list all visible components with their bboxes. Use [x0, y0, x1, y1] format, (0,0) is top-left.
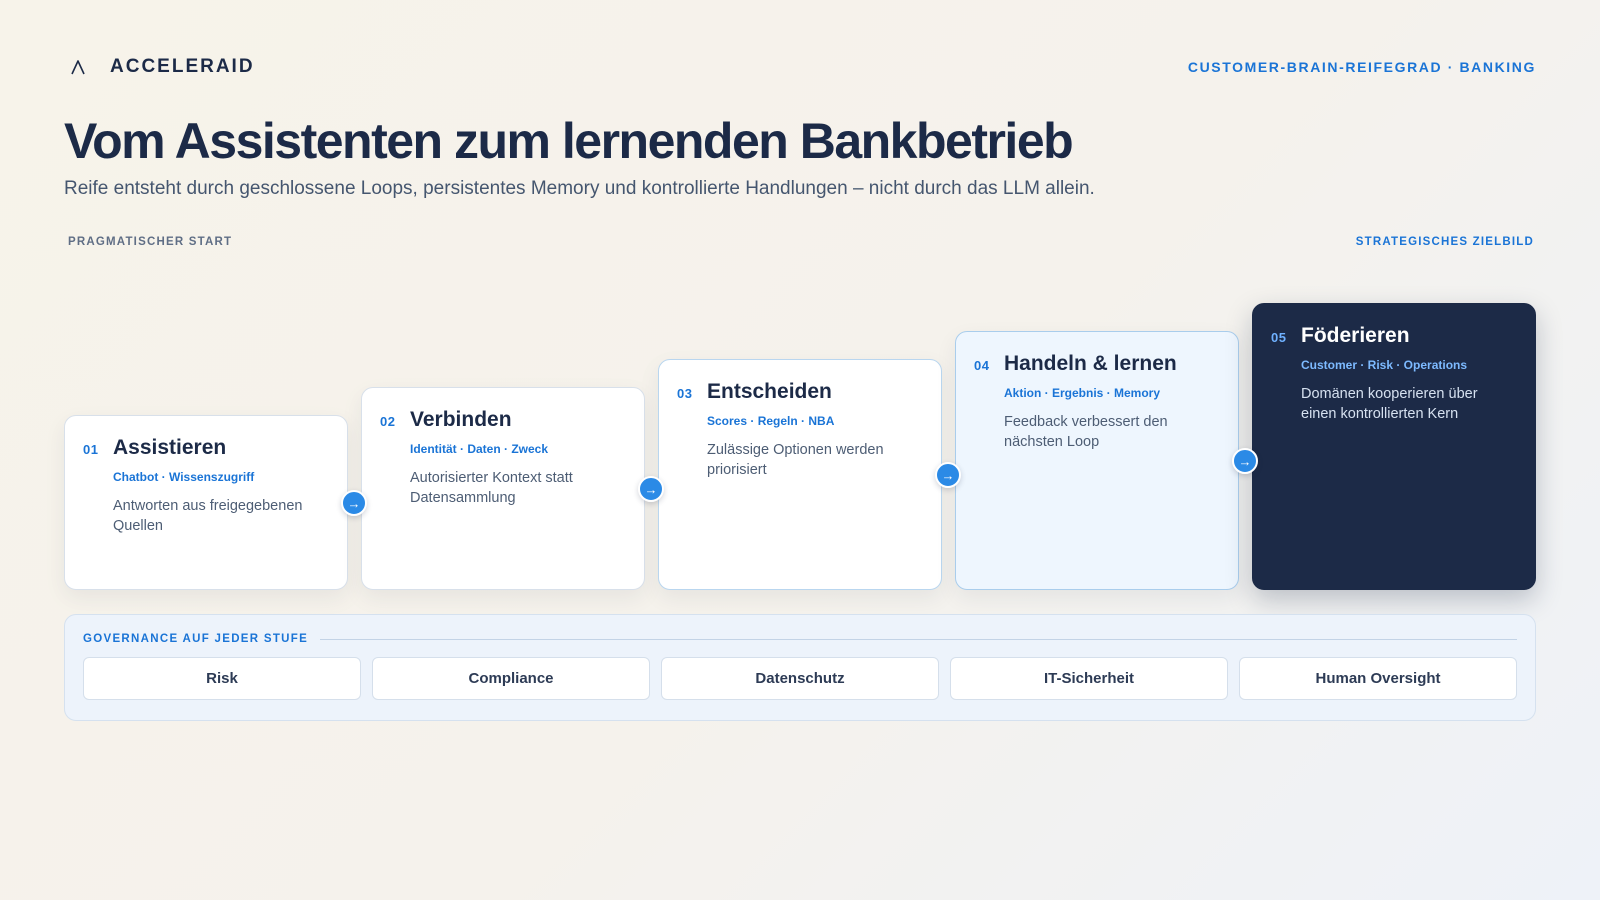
stage-number: 04 [974, 358, 990, 373]
stage-number: 01 [83, 442, 99, 457]
stage-number: 02 [380, 414, 396, 429]
stage-description: Zulässige Optionen werden priorisiert [707, 442, 884, 478]
stage-tags: Identität · Daten · Zweck [410, 442, 549, 456]
governance-title: GOVERNANCE AUF JEDER STUFE [83, 633, 309, 645]
stage-number: 03 [677, 386, 693, 401]
governance-item-risk: Risk [83, 657, 361, 700]
stage-number: 05 [1271, 330, 1287, 345]
stage-tags: Aktion · Ergebnis · Memory [1004, 386, 1161, 400]
stage-card-foederieren: 05 Föderieren Customer · Risk · Operatio… [1252, 303, 1536, 590]
stage-description: Feedback verbessert den nächsten Loop [1004, 414, 1168, 450]
stage-card-assistieren: 01 Assistieren Chatbot · Wissenszugriff … [64, 415, 348, 590]
arrow-right-icon: → [935, 462, 961, 488]
axis-end-label: STRATEGISCHES ZIELBILD [1355, 236, 1534, 248]
stage-tags: Customer · Risk · Operations [1301, 358, 1468, 372]
page-title: Vom Assistenten zum lernenden Bankbetrie… [64, 113, 1074, 169]
governance-item-compliance: Compliance [372, 657, 650, 700]
page-subtitle: Reife entsteht durch geschlossene Loops,… [64, 178, 1095, 199]
axis-start-label: PRAGMATISCHER START [68, 236, 233, 248]
governance-items: Risk Compliance Datenschutz IT-Sicherhei… [83, 657, 1517, 700]
governance-panel: GOVERNANCE AUF JEDER STUFE Risk Complian… [64, 614, 1536, 721]
stage-title: Föderieren [1301, 324, 1410, 347]
arrow-right-icon: → [341, 490, 367, 516]
stage-card-verbinden: 02 Verbinden Identität · Daten · Zweck A… [361, 387, 645, 590]
brand: ACCELERAID [64, 53, 255, 81]
arrow-right-icon: → [1232, 448, 1258, 474]
stage-description: Antworten aus freigegebenen Quellen [113, 498, 303, 534]
header-tag: CUSTOMER-BRAIN-REIFEGRAD · BANKING [1187, 59, 1536, 75]
governance-item-it-sicherheit: IT-Sicherheit [950, 657, 1228, 700]
header: ACCELERAID CUSTOMER-BRAIN-REIFEGRAD · BA… [64, 52, 1536, 82]
stage-tags: Chatbot · Wissenszugriff [113, 470, 255, 484]
stage-description: Autorisierter Kontext statt Datensammlun… [410, 470, 573, 506]
divider [320, 638, 1517, 640]
arrow-right-icon: → [638, 476, 664, 502]
stage-title: Entscheiden [707, 380, 832, 403]
governance-item-datenschutz: Datenschutz [661, 657, 939, 700]
stage-title: Handeln & lernen [1004, 352, 1177, 375]
stage-tags: Scores · Regeln · NBA [707, 414, 835, 428]
brand-name: ACCELERAID [110, 56, 255, 77]
caret-logo-icon [64, 53, 92, 81]
governance-item-human-oversight: Human Oversight [1239, 657, 1517, 700]
stage-title: Verbinden [410, 408, 512, 431]
stage-card-handeln-lernen: 04 Handeln & lernen Aktion · Ergebnis · … [955, 331, 1239, 590]
stage-card-entscheiden: 03 Entscheiden Scores · Regeln · NBA Zul… [658, 359, 942, 590]
stage-description: Domänen kooperieren über einen kontrolli… [1301, 386, 1478, 422]
stage-title: Assistieren [113, 436, 227, 459]
